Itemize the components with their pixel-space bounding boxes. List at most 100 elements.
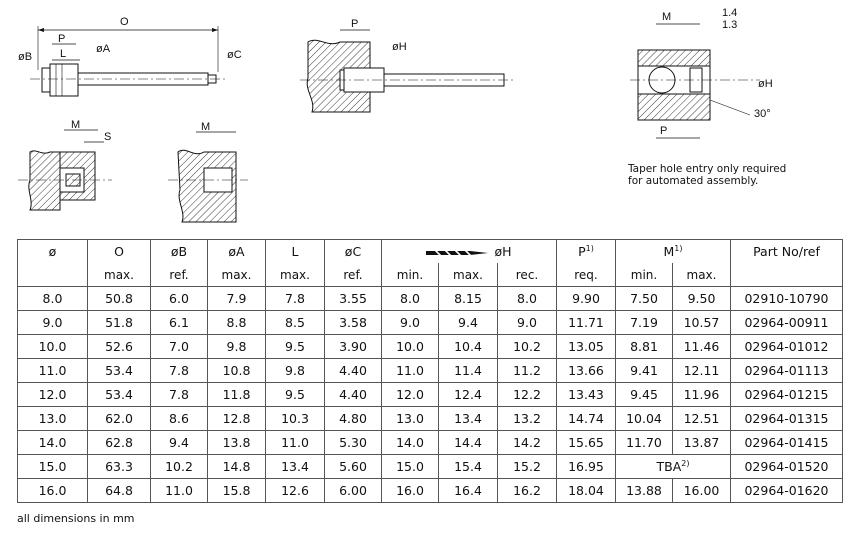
pin-label-oc: øC bbox=[227, 49, 242, 61]
table-cell: 53.4 bbox=[87, 382, 151, 407]
mount-drawing-1: M S bbox=[18, 119, 112, 211]
table-cell: 63.3 bbox=[87, 454, 151, 479]
table-cell: 10.0 bbox=[17, 334, 88, 359]
taper-label-13: 1.3 bbox=[722, 19, 737, 31]
table-cell: 15.2 bbox=[497, 454, 557, 479]
table-cell: 13.0 bbox=[17, 406, 88, 431]
table-cell: 10.0 bbox=[381, 334, 439, 359]
table-cell: 15.0 bbox=[17, 454, 88, 479]
subheader-o: max. bbox=[87, 263, 151, 287]
table-cell: 53.4 bbox=[87, 358, 151, 383]
table-cell: 16.4 bbox=[438, 478, 498, 503]
table-cell: 8.6 bbox=[150, 406, 208, 431]
table-cell: 11.70 bbox=[615, 430, 673, 455]
table-cell: 9.0 bbox=[381, 310, 439, 335]
pin-drawing: O P L øA øB øC bbox=[18, 16, 242, 97]
table-cell: 9.0 bbox=[497, 310, 557, 335]
table-cell: 13.66 bbox=[556, 358, 616, 383]
table-cell: 7.50 bbox=[615, 286, 673, 311]
table-cell: 16.2 bbox=[497, 478, 557, 503]
taper-label-m: M bbox=[662, 11, 671, 23]
table-cell: 9.41 bbox=[615, 358, 673, 383]
plate-label-p: P bbox=[351, 18, 358, 30]
tba-label: TBA bbox=[656, 459, 682, 474]
table-cell: 4.80 bbox=[324, 406, 382, 431]
table-cell: 11.71 bbox=[556, 310, 616, 335]
table-cell: 51.8 bbox=[87, 310, 151, 335]
table-cell: 7.8 bbox=[150, 358, 208, 383]
table-cell: 9.45 bbox=[615, 382, 673, 407]
table-cell: 9.8 bbox=[207, 334, 266, 359]
header-p-footnote: 1) bbox=[585, 243, 594, 253]
dimensions-table: ø O øB øA L øC øH P1) M1) Part No/ref ma… bbox=[17, 239, 843, 503]
pin-in-plate-drawing: P øH bbox=[300, 18, 515, 113]
pin-label-p: P bbox=[58, 33, 65, 45]
table-cell: 13.88 bbox=[615, 478, 673, 503]
table-cell: 8.0 bbox=[17, 286, 88, 311]
pin-label-o: O bbox=[120, 16, 129, 28]
table-cell: 12.51 bbox=[672, 406, 731, 431]
table-cell: 12.0 bbox=[381, 382, 439, 407]
subheader-hrec: rec. bbox=[497, 263, 557, 287]
table-cell: 5.30 bbox=[324, 430, 382, 455]
table-cell: 02964-01520 bbox=[730, 454, 843, 479]
table-cell: 13.2 bbox=[497, 406, 557, 431]
table-cell: 8.0 bbox=[381, 286, 439, 311]
table-cell: 13.0 bbox=[381, 406, 439, 431]
mount-drawing-2: M bbox=[168, 121, 248, 223]
table-cell: 12.2 bbox=[497, 382, 557, 407]
table-cell: 12.4 bbox=[438, 382, 498, 407]
header-l: L bbox=[265, 239, 325, 263]
table-cell: 10.2 bbox=[150, 454, 208, 479]
table-cell: 9.8 bbox=[265, 358, 325, 383]
table-cell: 5.60 bbox=[324, 454, 382, 479]
table-cell: 14.8 bbox=[207, 454, 266, 479]
table-cell: 14.0 bbox=[17, 430, 88, 455]
table-cell: 10.2 bbox=[497, 334, 557, 359]
table-cell: 12.0 bbox=[17, 382, 88, 407]
taper-note-line2: for automated assembly. bbox=[628, 175, 759, 187]
technical-drawings: O P L øA øB øC M S M P øH bbox=[18, 7, 773, 223]
table-cell: 02964-01415 bbox=[730, 430, 843, 455]
table-cell: 4.40 bbox=[324, 382, 382, 407]
table-cell: 10.4 bbox=[438, 334, 498, 359]
header-h: øH bbox=[381, 239, 557, 263]
table-cell: 14.74 bbox=[556, 406, 616, 431]
table-cell: 13.4 bbox=[438, 406, 498, 431]
subheader-part-empty bbox=[730, 263, 843, 287]
table-cell: 9.4 bbox=[438, 310, 498, 335]
table-cell: 16.00 bbox=[672, 478, 731, 503]
table-cell: 50.8 bbox=[87, 286, 151, 311]
footer-note: all dimensions in mm bbox=[17, 512, 135, 525]
table-cell: 9.5 bbox=[265, 334, 325, 359]
table-cell: 6.0 bbox=[150, 286, 208, 311]
table-cell: 13.8 bbox=[207, 430, 266, 455]
subheader-mmax: max. bbox=[672, 263, 731, 287]
table-cell: 3.58 bbox=[324, 310, 382, 335]
table-cell: 10.57 bbox=[672, 310, 731, 335]
table-header-row: ø O øB øA L øC øH P1) M1) Part No/ref bbox=[17, 239, 843, 263]
table-cell: 16.0 bbox=[17, 478, 88, 503]
table-cell: 8.15 bbox=[438, 286, 498, 311]
taper-label-p: P bbox=[660, 125, 667, 137]
taper-label-14: 1.4 bbox=[722, 7, 737, 19]
table-cell: 8.5 bbox=[265, 310, 325, 335]
table-cell: 15.4 bbox=[438, 454, 498, 479]
subheader-c: ref. bbox=[324, 263, 382, 287]
table-cell: 02964-01315 bbox=[730, 406, 843, 431]
tba-footnote: 2) bbox=[681, 458, 690, 468]
table-cell: 9.5 bbox=[265, 382, 325, 407]
table-cell: 02964-01012 bbox=[730, 334, 843, 359]
table-cell: 7.0 bbox=[150, 334, 208, 359]
table-cell: 9.4 bbox=[150, 430, 208, 455]
pin-label-l: L bbox=[60, 48, 66, 60]
subheader-a: max. bbox=[207, 263, 266, 287]
table-cell: 12.6 bbox=[265, 478, 325, 503]
mount2-label-m: M bbox=[201, 121, 210, 133]
